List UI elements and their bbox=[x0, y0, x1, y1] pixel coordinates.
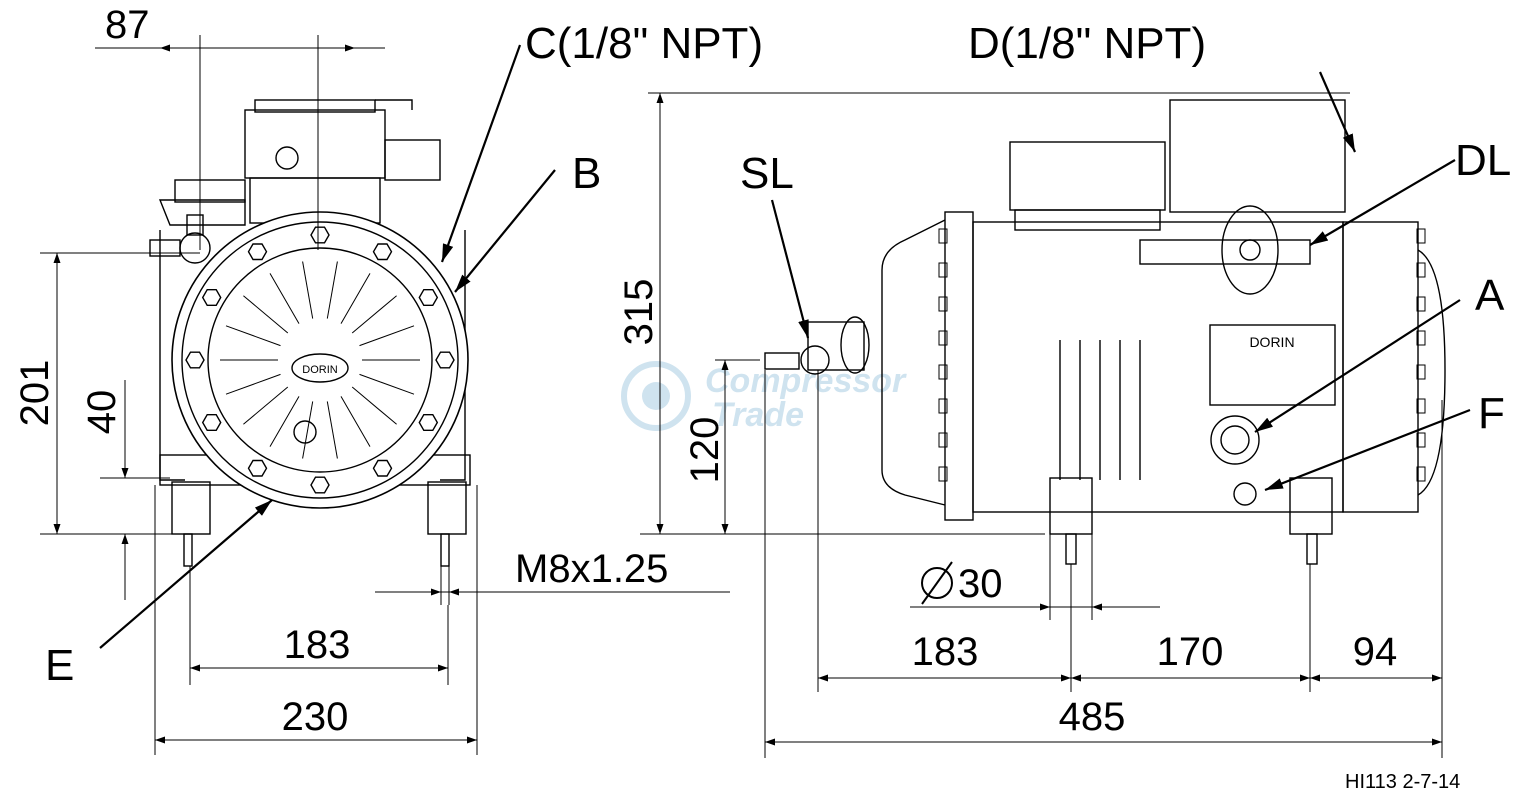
front-view: DORIN bbox=[149, 99, 471, 567]
dim-120: 120 bbox=[683, 417, 727, 484]
leader-E bbox=[99, 499, 273, 649]
dim-183-side: 183 bbox=[912, 630, 979, 674]
dim-40: 40 bbox=[80, 390, 124, 435]
dim-94: 94 bbox=[1353, 630, 1398, 674]
dim-315: 315 bbox=[617, 279, 661, 346]
label-C: C(1/8" NPT) bbox=[525, 19, 763, 68]
leader-SL bbox=[770, 199, 810, 339]
drawing-code: HI113 2-7-14 bbox=[1345, 771, 1460, 793]
leader-A bbox=[1254, 299, 1461, 433]
dim-230: 230 bbox=[282, 695, 349, 739]
label-E: E bbox=[45, 641, 74, 690]
leader-B bbox=[454, 169, 556, 293]
label-DL: DL bbox=[1455, 136, 1511, 185]
label-B: B bbox=[572, 149, 601, 198]
side-view: DORIN bbox=[764, 99, 1446, 565]
dim-87: 87 bbox=[105, 3, 150, 47]
dim-diameter-30: 30 bbox=[958, 562, 1003, 606]
label-SL: SL bbox=[740, 149, 794, 198]
watermark: Compressor Trade bbox=[621, 361, 907, 434]
leader-lines bbox=[99, 44, 1471, 649]
cover-bolts bbox=[185, 226, 455, 494]
diameter-symbol bbox=[921, 561, 953, 605]
label-A: A bbox=[1475, 271, 1505, 320]
dim-183-front: 183 bbox=[284, 623, 351, 667]
labels: 87 C(1/8" NPT) D(1/8" NPT) B SL DL A F E… bbox=[13, 3, 1511, 793]
leader-D bbox=[1318, 71, 1357, 153]
dim-485: 485 bbox=[1059, 695, 1126, 739]
label-D: D(1/8" NPT) bbox=[968, 19, 1206, 68]
leader-F bbox=[1264, 408, 1471, 492]
cover-logo: DORIN bbox=[302, 364, 338, 376]
dim-thread: M8x1.25 bbox=[515, 547, 668, 591]
dimension-lines bbox=[40, 35, 1443, 758]
flange-bolts bbox=[938, 228, 1426, 482]
cover-ribs bbox=[220, 261, 420, 459]
nameplate: DORIN bbox=[1249, 334, 1294, 350]
label-F: F bbox=[1478, 389, 1505, 438]
leader-DL bbox=[1309, 159, 1456, 246]
dim-170: 170 bbox=[1157, 630, 1224, 674]
watermark-line-1: Compressor bbox=[705, 362, 907, 400]
dim-201: 201 bbox=[13, 360, 57, 427]
leader-C bbox=[440, 44, 522, 263]
